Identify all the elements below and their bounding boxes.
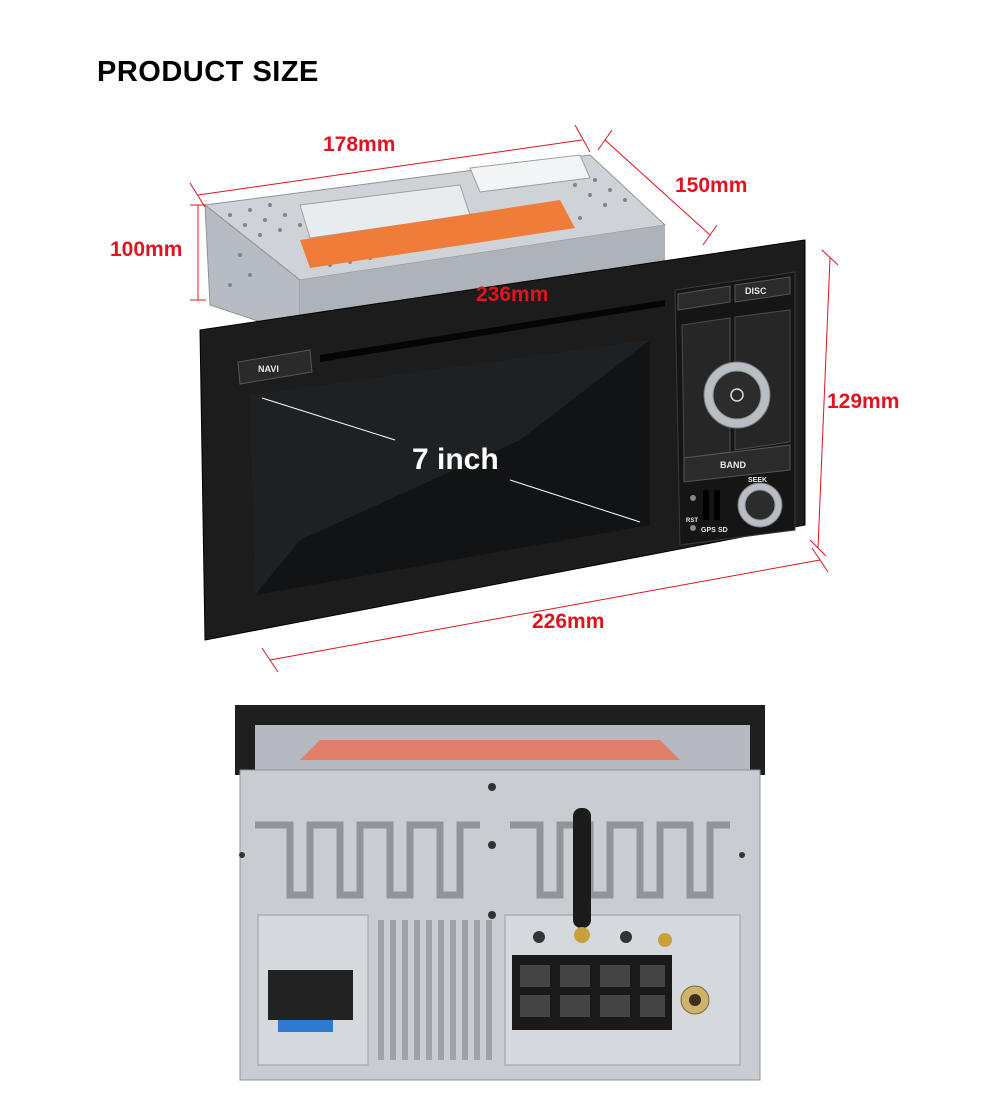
dimension-lines <box>189 124 839 673</box>
band-button-label: BAND <box>720 460 746 470</box>
screen-diagonal-line-left <box>261 397 396 441</box>
dimension-front-width-bottom: 226mm <box>532 610 605 633</box>
disc-button-label: DISC <box>745 286 767 296</box>
rst-label: RST <box>686 518 698 524</box>
rear-view-unit <box>235 705 765 1081</box>
dimension-depth: 150mm <box>675 174 748 197</box>
dimension-height-back: 100mm <box>110 238 183 261</box>
seek-label: SEEK <box>748 477 767 484</box>
screen-size-label: 7 inch <box>412 443 499 476</box>
front-bezel <box>199 239 806 641</box>
navi-button-label: NAVI <box>258 364 279 374</box>
page-title: PRODUCT SIZE <box>97 56 319 88</box>
dimension-front-width-overlay: 236mm <box>476 283 549 306</box>
dimension-width-top: 178mm <box>323 133 396 156</box>
gps-label: GPS <box>701 527 716 534</box>
dimension-front-height: 129mm <box>827 390 900 413</box>
chassis-top-unit <box>203 154 667 336</box>
sd-label: SD <box>718 527 728 534</box>
screen-diagonal-line-right <box>509 479 641 523</box>
